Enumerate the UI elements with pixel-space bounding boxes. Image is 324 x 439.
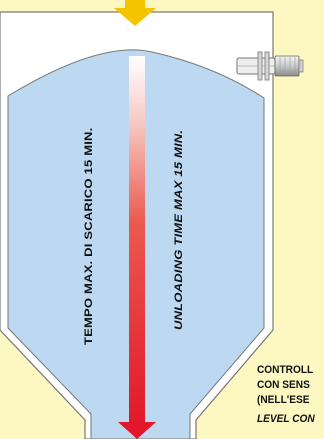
caption-block: CONTROLL CON SENS (NELL'ESE LEVEL CON xyxy=(257,363,324,427)
caption-line-1: CONTROLL xyxy=(257,364,314,376)
caption-line-2: CON SENS xyxy=(257,379,310,391)
unloading-time-label-it: TEMPO MAX. DI SCARICO 15 MIN. xyxy=(82,127,95,345)
level-sensor-icon xyxy=(236,51,304,81)
flow-arrow-icon xyxy=(118,56,156,439)
caption-line-4: LEVEL CON xyxy=(257,413,315,425)
caption-line-3: (NELL'ESE xyxy=(257,394,310,406)
inlet-arrow-icon xyxy=(114,0,156,26)
unloading-time-label-en: UNLOADING TIME MAX 15 MIN. xyxy=(172,129,185,330)
